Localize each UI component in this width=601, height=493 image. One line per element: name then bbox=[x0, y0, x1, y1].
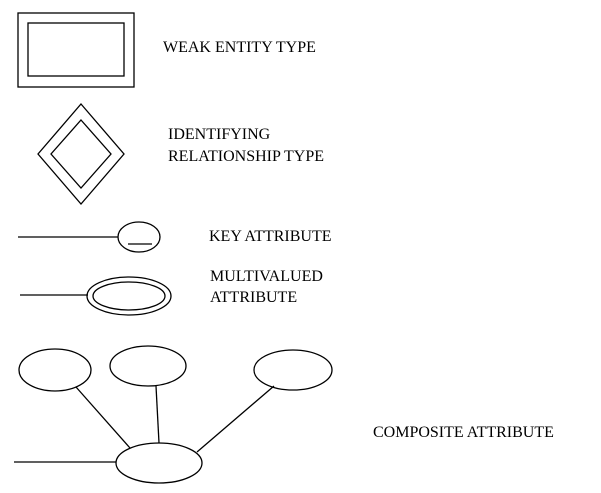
composite-attribute-symbol bbox=[14, 345, 333, 484]
composite-connector-left bbox=[75, 386, 131, 449]
key-attribute-label: KEY ATTRIBUTE bbox=[209, 228, 332, 245]
weak-entity-label: WEAK ENTITY TYPE bbox=[163, 39, 316, 56]
composite-attribute-ellipse bbox=[115, 442, 203, 484]
composite-connector-right bbox=[196, 385, 275, 453]
multivalued-attribute-outer-ellipse bbox=[86, 276, 172, 316]
key-attribute-ellipse bbox=[117, 221, 161, 253]
multivalued-attribute-label-line2: ATTRIBUTE bbox=[210, 289, 297, 306]
multivalued-attribute-symbol bbox=[20, 276, 172, 316]
key-attribute-symbol bbox=[18, 221, 161, 253]
identifying-relationship-inner-diamond bbox=[50, 119, 112, 189]
composite-component-ellipse-right bbox=[253, 349, 333, 391]
weak-entity-inner-rect bbox=[27, 22, 125, 77]
identifying-relationship-symbol bbox=[37, 103, 125, 205]
weak-entity-outer-rect bbox=[17, 12, 135, 88]
multivalued-attribute-inner-ellipse bbox=[92, 281, 166, 311]
identifying-relationship-outer-diamond bbox=[37, 103, 125, 205]
multivalued-attribute-label-line1: MULTIVALUED bbox=[210, 268, 323, 285]
composite-component-ellipse-middle bbox=[109, 345, 187, 387]
composite-attribute-label: COMPOSITE ATTRIBUTE bbox=[373, 424, 554, 441]
identifying-relationship-label-line2: RELATIONSHIP TYPE bbox=[168, 148, 324, 165]
composite-component-ellipse-left bbox=[18, 348, 92, 392]
weak-entity-symbol bbox=[17, 12, 135, 88]
composite-connector-middle bbox=[155, 385, 160, 444]
identifying-relationship-label-line1: IDENTIFYING bbox=[168, 126, 271, 143]
